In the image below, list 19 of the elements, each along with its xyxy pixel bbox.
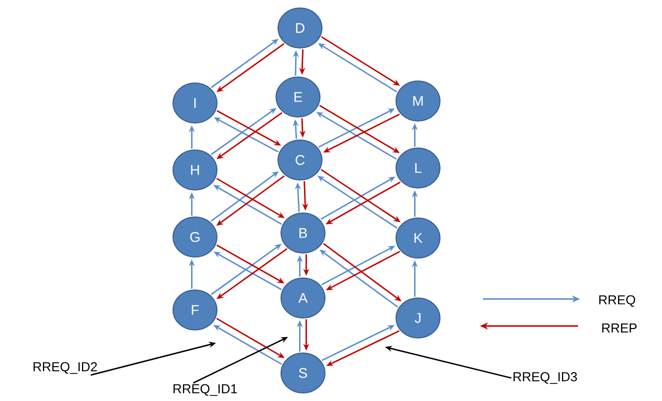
network-node: E	[276, 76, 320, 118]
network-node: S	[280, 352, 326, 394]
legend-label: RREP	[602, 324, 637, 332]
network-node: D	[278, 8, 322, 48]
arrow-label: RREQ_ID1	[174, 384, 237, 396]
network-node: M	[396, 80, 440, 122]
legend-label: RREQ	[599, 295, 636, 307]
network-node: I	[172, 82, 218, 124]
network-node: A	[280, 278, 326, 318]
network-node: H	[172, 150, 218, 190]
network-node: F	[172, 290, 218, 330]
network-node: J	[396, 298, 440, 338]
network-node: C	[278, 140, 322, 180]
network-node: L	[396, 148, 440, 188]
network-node: G	[172, 216, 218, 258]
network-node: K	[396, 218, 440, 258]
arrow-label: RREQ_ID3	[514, 372, 577, 384]
arrow-label: RREQ_ID2	[34, 362, 97, 374]
network-node: B	[280, 212, 326, 254]
